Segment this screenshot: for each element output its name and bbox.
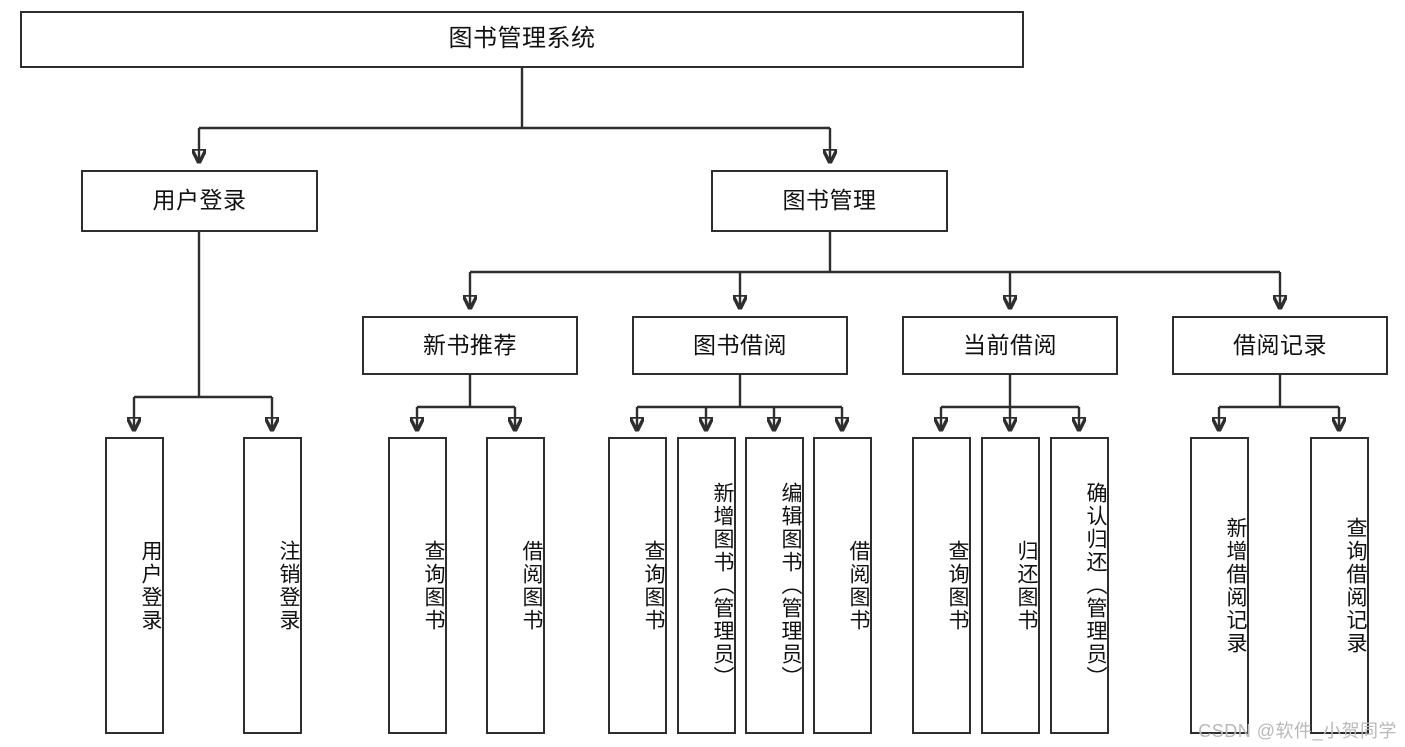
leaf-edit-book-admin-label: 编辑图书（管理员） <box>779 482 802 689</box>
leaf-query-book-current[interactable]: 查询图书 <box>912 437 971 734</box>
leaf-user-login[interactable]: 用户登录 <box>105 437 164 734</box>
node-book-management[interactable]: 图书管理 <box>711 170 948 232</box>
node-borrow-record[interactable]: 借阅记录 <box>1172 316 1388 375</box>
leaf-query-borrow-record-label: 查询借阅记录 <box>1344 516 1367 655</box>
csdn-watermark: CSDN @软件_小贺同学 <box>1198 721 1397 741</box>
leaf-add-book-admin[interactable]: 新增图书（管理员） <box>677 437 736 734</box>
leaf-query-borrow-record[interactable]: 查询借阅记录 <box>1310 437 1369 734</box>
leaf-logout[interactable]: 注销登录 <box>243 437 302 734</box>
leaf-add-book-admin-label: 新增图书（管理员） <box>711 482 734 689</box>
leaf-borrow-book-recommend[interactable]: 借阅图书 <box>486 437 545 734</box>
node-new-book-recommend[interactable]: 新书推荐 <box>362 316 578 375</box>
node-root-label: 图书管理系统 <box>448 25 596 53</box>
node-book-borrow-label: 图书借阅 <box>693 331 787 358</box>
leaf-edit-book-admin[interactable]: 编辑图书（管理员） <box>745 437 804 734</box>
leaf-borrow-book-label: 借阅图书 <box>847 539 870 632</box>
node-current-borrow[interactable]: 当前借阅 <box>902 316 1118 375</box>
node-current-borrow-label: 当前借阅 <box>963 331 1057 358</box>
leaf-borrow-book[interactable]: 借阅图书 <box>813 437 872 734</box>
leaf-logout-label: 注销登录 <box>277 539 300 632</box>
leaf-query-book-borrow-label: 查询图书 <box>642 539 665 632</box>
leaf-query-book-borrow[interactable]: 查询图书 <box>608 437 667 734</box>
node-new-book-recommend-label: 新书推荐 <box>423 331 517 358</box>
leaf-add-borrow-record-label: 新增借阅记录 <box>1224 516 1247 655</box>
leaf-query-book-current-label: 查询图书 <box>946 539 969 632</box>
node-book-management-label: 图书管理 <box>782 187 877 214</box>
leaf-borrow-book-recommend-label: 借阅图书 <box>520 539 543 632</box>
leaf-confirm-return-admin[interactable]: 确认归还（管理员） <box>1050 437 1109 734</box>
node-borrow-record-label: 借阅记录 <box>1233 331 1327 358</box>
leaf-confirm-return-admin-label: 确认归还（管理员） <box>1084 482 1107 689</box>
leaf-return-book-label: 归还图书 <box>1015 539 1038 632</box>
node-user-login[interactable]: 用户登录 <box>81 170 318 232</box>
leaf-query-book-recommend-label: 查询图书 <box>422 539 445 632</box>
leaf-user-login-label: 用户登录 <box>139 539 162 632</box>
leaf-add-borrow-record[interactable]: 新增借阅记录 <box>1190 437 1249 734</box>
node-root[interactable]: 图书管理系统 <box>20 11 1024 68</box>
leaf-return-book[interactable]: 归还图书 <box>981 437 1040 734</box>
node-user-login-label: 用户登录 <box>152 187 247 214</box>
node-book-borrow[interactable]: 图书借阅 <box>632 316 848 375</box>
leaf-query-book-recommend[interactable]: 查询图书 <box>388 437 447 734</box>
